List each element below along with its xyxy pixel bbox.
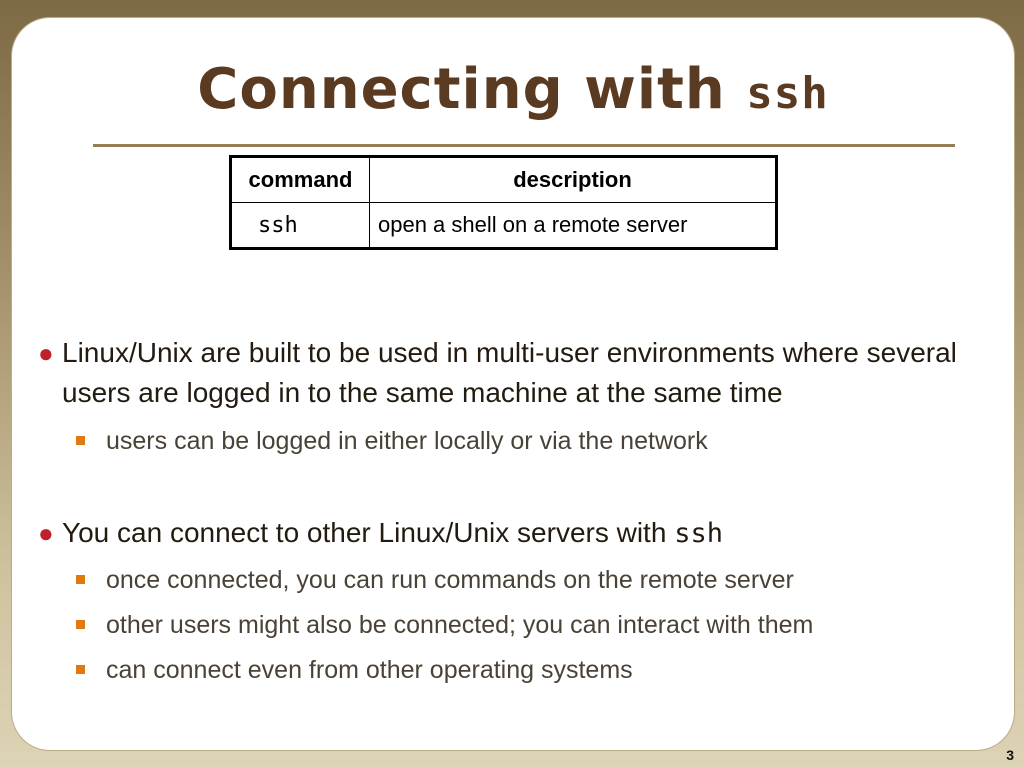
bullet-text: You can connect to other Linux/Unix serv… bbox=[62, 517, 675, 548]
sub-bullet-item: can connect even from other operating sy… bbox=[76, 653, 986, 687]
bullet-command: ssh bbox=[674, 518, 723, 549]
command-table: command description ssh open a shell on … bbox=[229, 155, 778, 250]
bullet-dot-icon: ● bbox=[38, 518, 54, 548]
sub-bullet-text: other users might also be connected; you… bbox=[106, 611, 814, 639]
sub-bullet-text: once connected, you can run commands on … bbox=[106, 566, 794, 594]
table-header-row: command description bbox=[230, 156, 777, 203]
table-header-command: command bbox=[230, 156, 370, 203]
page-number: 3 bbox=[1006, 747, 1014, 763]
table-header-description: description bbox=[369, 156, 777, 203]
table-cell-command: ssh bbox=[230, 202, 370, 249]
title-text: Connecting with bbox=[197, 57, 747, 122]
bullet-item: ● Linux/Unix are built to be used in mul… bbox=[38, 333, 982, 413]
table-cell-description: open a shell on a remote server bbox=[369, 202, 777, 249]
sub-bullet-text: can connect even from other operating sy… bbox=[106, 656, 633, 684]
square-bullet-icon bbox=[76, 436, 85, 445]
slide-title: Connecting with ssh bbox=[12, 62, 1014, 118]
title-command: ssh bbox=[746, 68, 829, 119]
bullet-dot-icon: ● bbox=[38, 338, 54, 368]
sub-bullet-item: users can be logged in either locally or… bbox=[76, 424, 986, 458]
sub-bullet-text: users can be logged in either locally or… bbox=[106, 427, 708, 455]
slide: Connecting with ssh bbox=[12, 18, 1014, 750]
square-bullet-icon bbox=[76, 575, 85, 584]
square-bullet-icon bbox=[76, 620, 85, 629]
sub-bullet-item: once connected, you can run commands on … bbox=[76, 563, 986, 597]
bullet-item: ● You can connect to other Linux/Unix se… bbox=[38, 513, 982, 554]
sub-bullet-item: other users might also be connected; you… bbox=[76, 608, 986, 642]
table-row: ssh open a shell on a remote server bbox=[230, 202, 777, 249]
title-divider bbox=[93, 144, 955, 147]
square-bullet-icon bbox=[76, 665, 85, 674]
bullet-text: Linux/Unix are built to be used in multi… bbox=[62, 337, 957, 408]
